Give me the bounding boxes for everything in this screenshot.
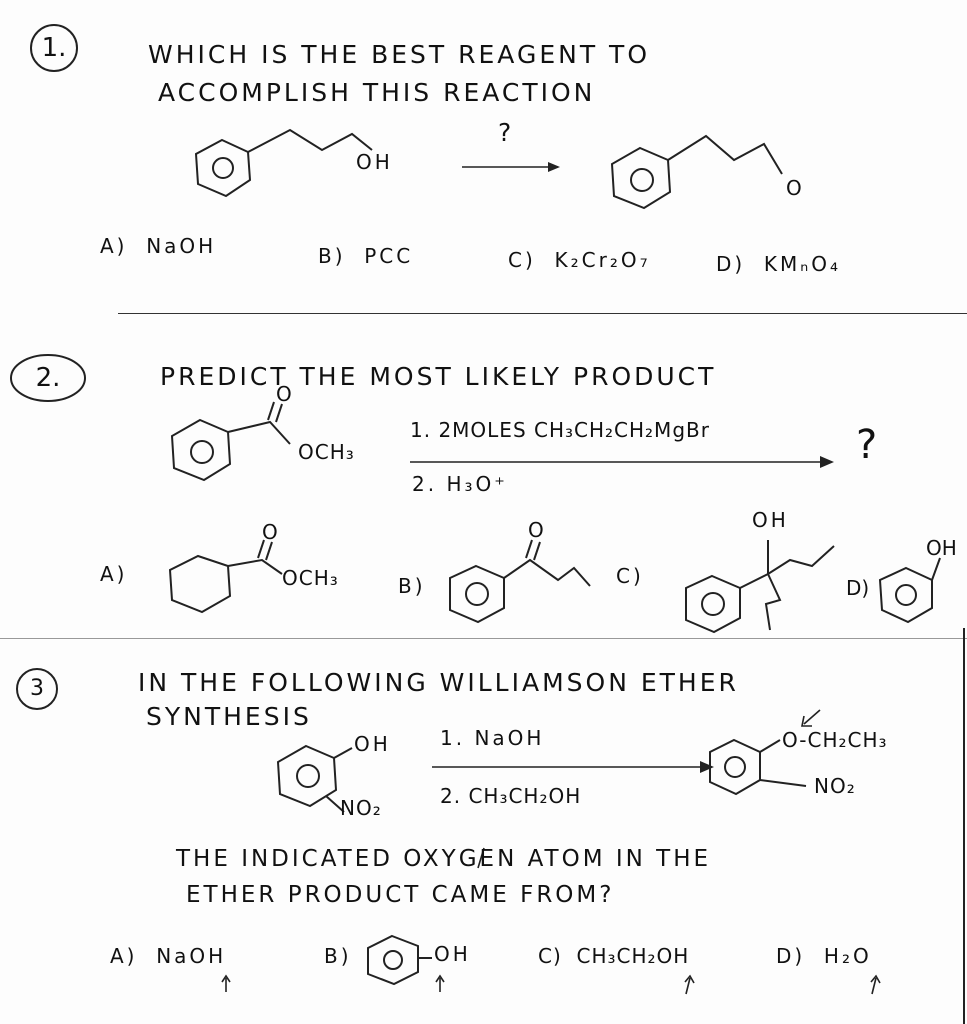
reactant-2-methoxy: OCH₃ [298,440,355,464]
divider-line-1 [118,313,967,314]
arrow-question-mark: ? [498,118,515,147]
choice-pointer-arrows [221,974,881,995]
q2-choice-a-carbonyl-oxygen: O [262,520,281,544]
reactant-2-carbonyl-oxygen: O [276,382,295,406]
question-2-prompt: PREDICT THE MOST LIKELY PRODUCT [160,362,717,391]
q3-choice-b-letter: B) [324,944,352,968]
reagent-3-step-1: 1. NaOH [440,726,545,750]
aldehyde-chain-product [667,134,783,175]
question-1-prompt-line1: WHICH IS THE BEST REAGENT TO [148,40,650,69]
question-1-prompt-line2: ACCOMPLISH THIS REACTION [158,78,596,107]
question-2-number: 2. [8,352,88,404]
q2-choice-c-letter: C) [616,564,644,588]
q2-choice-b-carbonyl-oxygen: O [528,518,547,542]
q3-choice-a: A) NaOH [110,944,227,968]
q1-choice-c: C) K₂Cr₂O₇ [508,248,651,272]
benzene-ring-product-3 [709,738,761,796]
q3-choice-b-hydroxyl: OH [434,942,471,966]
reagent-step-2: 2. H₃O⁺ [412,472,508,496]
question-3-prompt-line1: IN THE FOLLOWING WILLIAMSON ETHER [138,668,739,697]
question-1-number: 1. [28,22,80,74]
reactant-3-nitro: NO₂ [340,796,382,820]
q2-choice-b-letter: B) [398,574,426,598]
page-edge-line [963,628,965,1024]
reactant-hydroxyl-label: OH [356,150,393,174]
question-3-prompt-line2: SYNTHESIS [146,702,312,731]
divider-line-2 [0,638,967,639]
question-3-ask-line1: THE INDICATED OXYGEN ATOM IN THE [176,846,712,872]
reagent-step-1: 1. 2MOLES CH₃CH₂CH₂MgBr [410,418,710,442]
q1-choice-d: D) KMₙO₄ [716,252,842,276]
product-question-mark: ? [856,422,881,468]
q2-choice-a-letter: A) [100,562,128,586]
q2-choice-a-methoxy: OCH₃ [282,566,339,590]
reagent-3-step-2: 2. CH₃CH₂OH [440,784,582,808]
q3-choice-c: C) CH₃CH₂OH [538,944,690,968]
product-carbonyl-oxygen: O [786,176,805,200]
product-3-ether-group: O-CH₂CH₃ [782,728,888,752]
q1-choice-a: A) NaOH [100,234,217,258]
q2-choice-d-letter: D) [846,576,870,600]
benzene-ring-choice-3b [367,934,419,986]
q3-choice-d: D) H₂O [776,944,872,968]
reactant-3-hydroxyl: OH [354,732,391,756]
indicated-oxygen-arrow [803,709,821,725]
q2-choice-c-hydroxyl: OH [752,508,789,532]
product-3-nitro: NO₂ [814,774,856,798]
question-3-ask-line2: ETHER PRODUCT CAME FROM? [186,882,615,908]
q2-choice-d-hydroxyl: OH [926,536,957,560]
q1-choice-b: B) PCC [318,244,414,268]
question-3-number: 3 [14,666,60,712]
propyl-chain-reactant [247,128,373,153]
